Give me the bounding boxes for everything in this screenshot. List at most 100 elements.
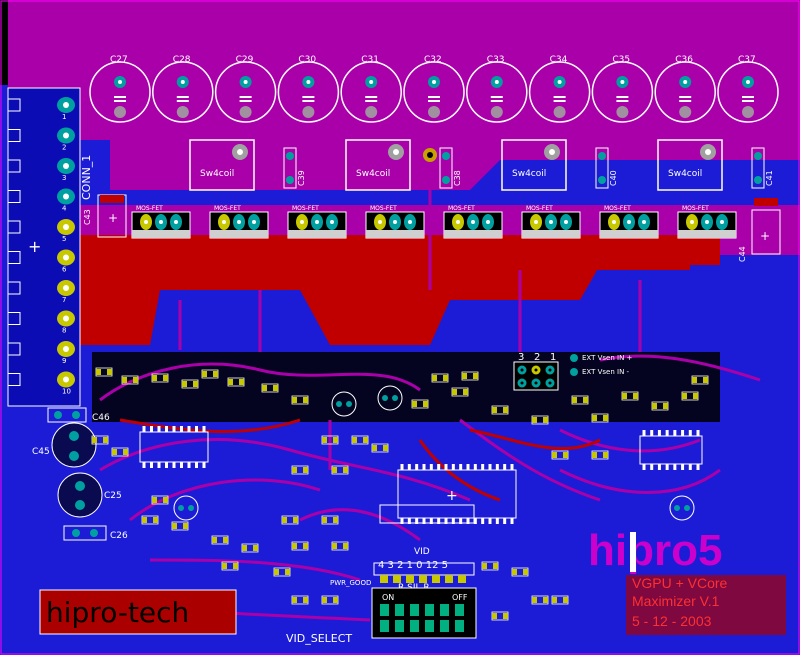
connector-plus: + <box>28 237 41 256</box>
svg-text:MOS-FET: MOS-FET <box>214 205 241 212</box>
connector-pin-7: 7 <box>7 280 75 304</box>
capacitor-c36: C36 <box>654 55 716 123</box>
smd-part <box>181 379 199 389</box>
svg-text:C41: C41 <box>765 170 774 186</box>
capacitor-label: C27 <box>110 55 128 65</box>
smd-part <box>621 391 639 401</box>
transistor <box>331 391 357 417</box>
capacitor-label: C35 <box>612 55 630 65</box>
smd-part <box>227 377 245 387</box>
smd-part <box>95 367 113 377</box>
svg-text:MOS-FET: MOS-FET <box>136 205 163 212</box>
svg-text:C43: C43 <box>83 209 92 225</box>
smd-part <box>331 541 349 551</box>
connector-pin-1: 1 <box>7 97 75 121</box>
c43-cap: + C43 <box>83 194 127 238</box>
connector-pin-9: 9 <box>7 341 75 365</box>
smd-part <box>551 450 569 460</box>
jumper-block: 3 2 1 EXT Vsen IN + EXT Vsen IN - <box>513 352 633 391</box>
smd-part <box>91 435 109 445</box>
capacitor-label: C29 <box>236 55 254 65</box>
svg-text:1: 1 <box>550 352 556 363</box>
c44-cap: + C44 <box>738 198 781 262</box>
smd-part <box>261 383 279 393</box>
svg-text:MOS-FET: MOS-FET <box>526 205 553 212</box>
capacitor-c28: C28 <box>152 55 214 123</box>
bottom-traces <box>119 418 601 502</box>
smd-part <box>321 515 339 525</box>
capacitor-c33: C33 <box>466 55 528 123</box>
svg-text:C38: C38 <box>453 170 462 186</box>
connector-pin-2: 2 <box>7 127 75 152</box>
capacitor-c31: C31 <box>340 55 402 123</box>
capacitor-c30: C30 <box>277 55 340 123</box>
vid-select-label: VID_SELECT <box>286 632 352 645</box>
capacitor-label: C37 <box>738 55 756 65</box>
svg-text:VID: VID <box>414 547 430 557</box>
svg-text:3: 3 <box>518 352 524 363</box>
product-plate <box>626 575 786 635</box>
brand-logo: hipro5 <box>588 526 722 575</box>
smd-part <box>291 465 309 475</box>
svg-text:Sw4coil: Sw4coil <box>356 169 390 179</box>
smd-part <box>591 450 609 460</box>
capacitor-label: C33 <box>487 55 505 65</box>
smd-part <box>111 447 129 457</box>
svg-text:+: + <box>108 211 118 225</box>
smd-part <box>151 373 169 383</box>
mosfet-5: MOS-FET <box>443 205 503 239</box>
smd-part <box>491 611 509 621</box>
capacitor-c35: C35 <box>591 55 654 123</box>
smd-part <box>201 369 219 379</box>
connector-pin-3: 3 <box>7 158 75 182</box>
smd-part <box>481 561 499 571</box>
capacitor-c29: C29 <box>214 55 277 123</box>
svg-text:C26: C26 <box>110 531 128 541</box>
coil-1: Sw4coil <box>189 139 255 191</box>
smd-part <box>151 495 169 505</box>
capacitor-label: C31 <box>361 55 379 65</box>
product-date: 5 - 12 - 2003 <box>632 613 712 629</box>
smd-part <box>141 515 159 525</box>
smd-part <box>651 401 669 411</box>
mosfet-7: MOS-FET <box>599 205 659 239</box>
smd-part <box>531 415 549 425</box>
svg-text:Sw4coil: Sw4coil <box>668 169 702 179</box>
svg-text:8: 8 <box>62 327 66 335</box>
transistor <box>173 495 199 521</box>
smd-part <box>551 595 569 605</box>
svg-text:C39: C39 <box>297 170 306 186</box>
svg-text:1: 1 <box>62 113 66 121</box>
company-name: hipro-tech <box>46 596 189 629</box>
smd-part <box>331 465 349 475</box>
svg-text:4: 4 <box>62 205 67 213</box>
ext-vsen-plus-label: EXT Vsen IN + <box>582 354 633 362</box>
smd-part <box>121 375 139 385</box>
connector-pin-6: 6 <box>7 249 75 274</box>
coil-2: Sw4coil <box>345 139 411 191</box>
svg-text:ON: ON <box>382 593 394 602</box>
connector-pin-10: 10 <box>7 371 75 396</box>
logo-accent <box>630 532 636 572</box>
svg-text:MOS-FET: MOS-FET <box>370 205 397 212</box>
product-line-2: Maximizer V.1 <box>632 593 720 609</box>
dip-switch: ON OFF VID_SELECT <box>286 587 477 645</box>
connector-pin-5: 5 <box>7 219 75 243</box>
capacitor-c32: C32 <box>403 55 465 123</box>
svg-text:OFF: OFF <box>452 593 468 602</box>
capacitor-label: C34 <box>550 55 568 65</box>
capacitor-label: C36 <box>675 55 693 65</box>
company-plate <box>39 589 237 635</box>
capacitor-label: C32 <box>424 55 442 65</box>
smd-part <box>371 443 389 453</box>
smd-part <box>531 595 549 605</box>
svg-text:MOS-FET: MOS-FET <box>604 205 631 212</box>
svg-text:6: 6 <box>62 266 67 274</box>
svg-text:MOS-FET: MOS-FET <box>448 205 475 212</box>
capacitor-label: C30 <box>298 55 316 65</box>
svg-text:4 3 2 1 0 12 5: 4 3 2 1 0 12 5 <box>378 560 448 571</box>
capacitor-c38: C38 <box>439 147 462 189</box>
smd-part <box>291 395 309 405</box>
